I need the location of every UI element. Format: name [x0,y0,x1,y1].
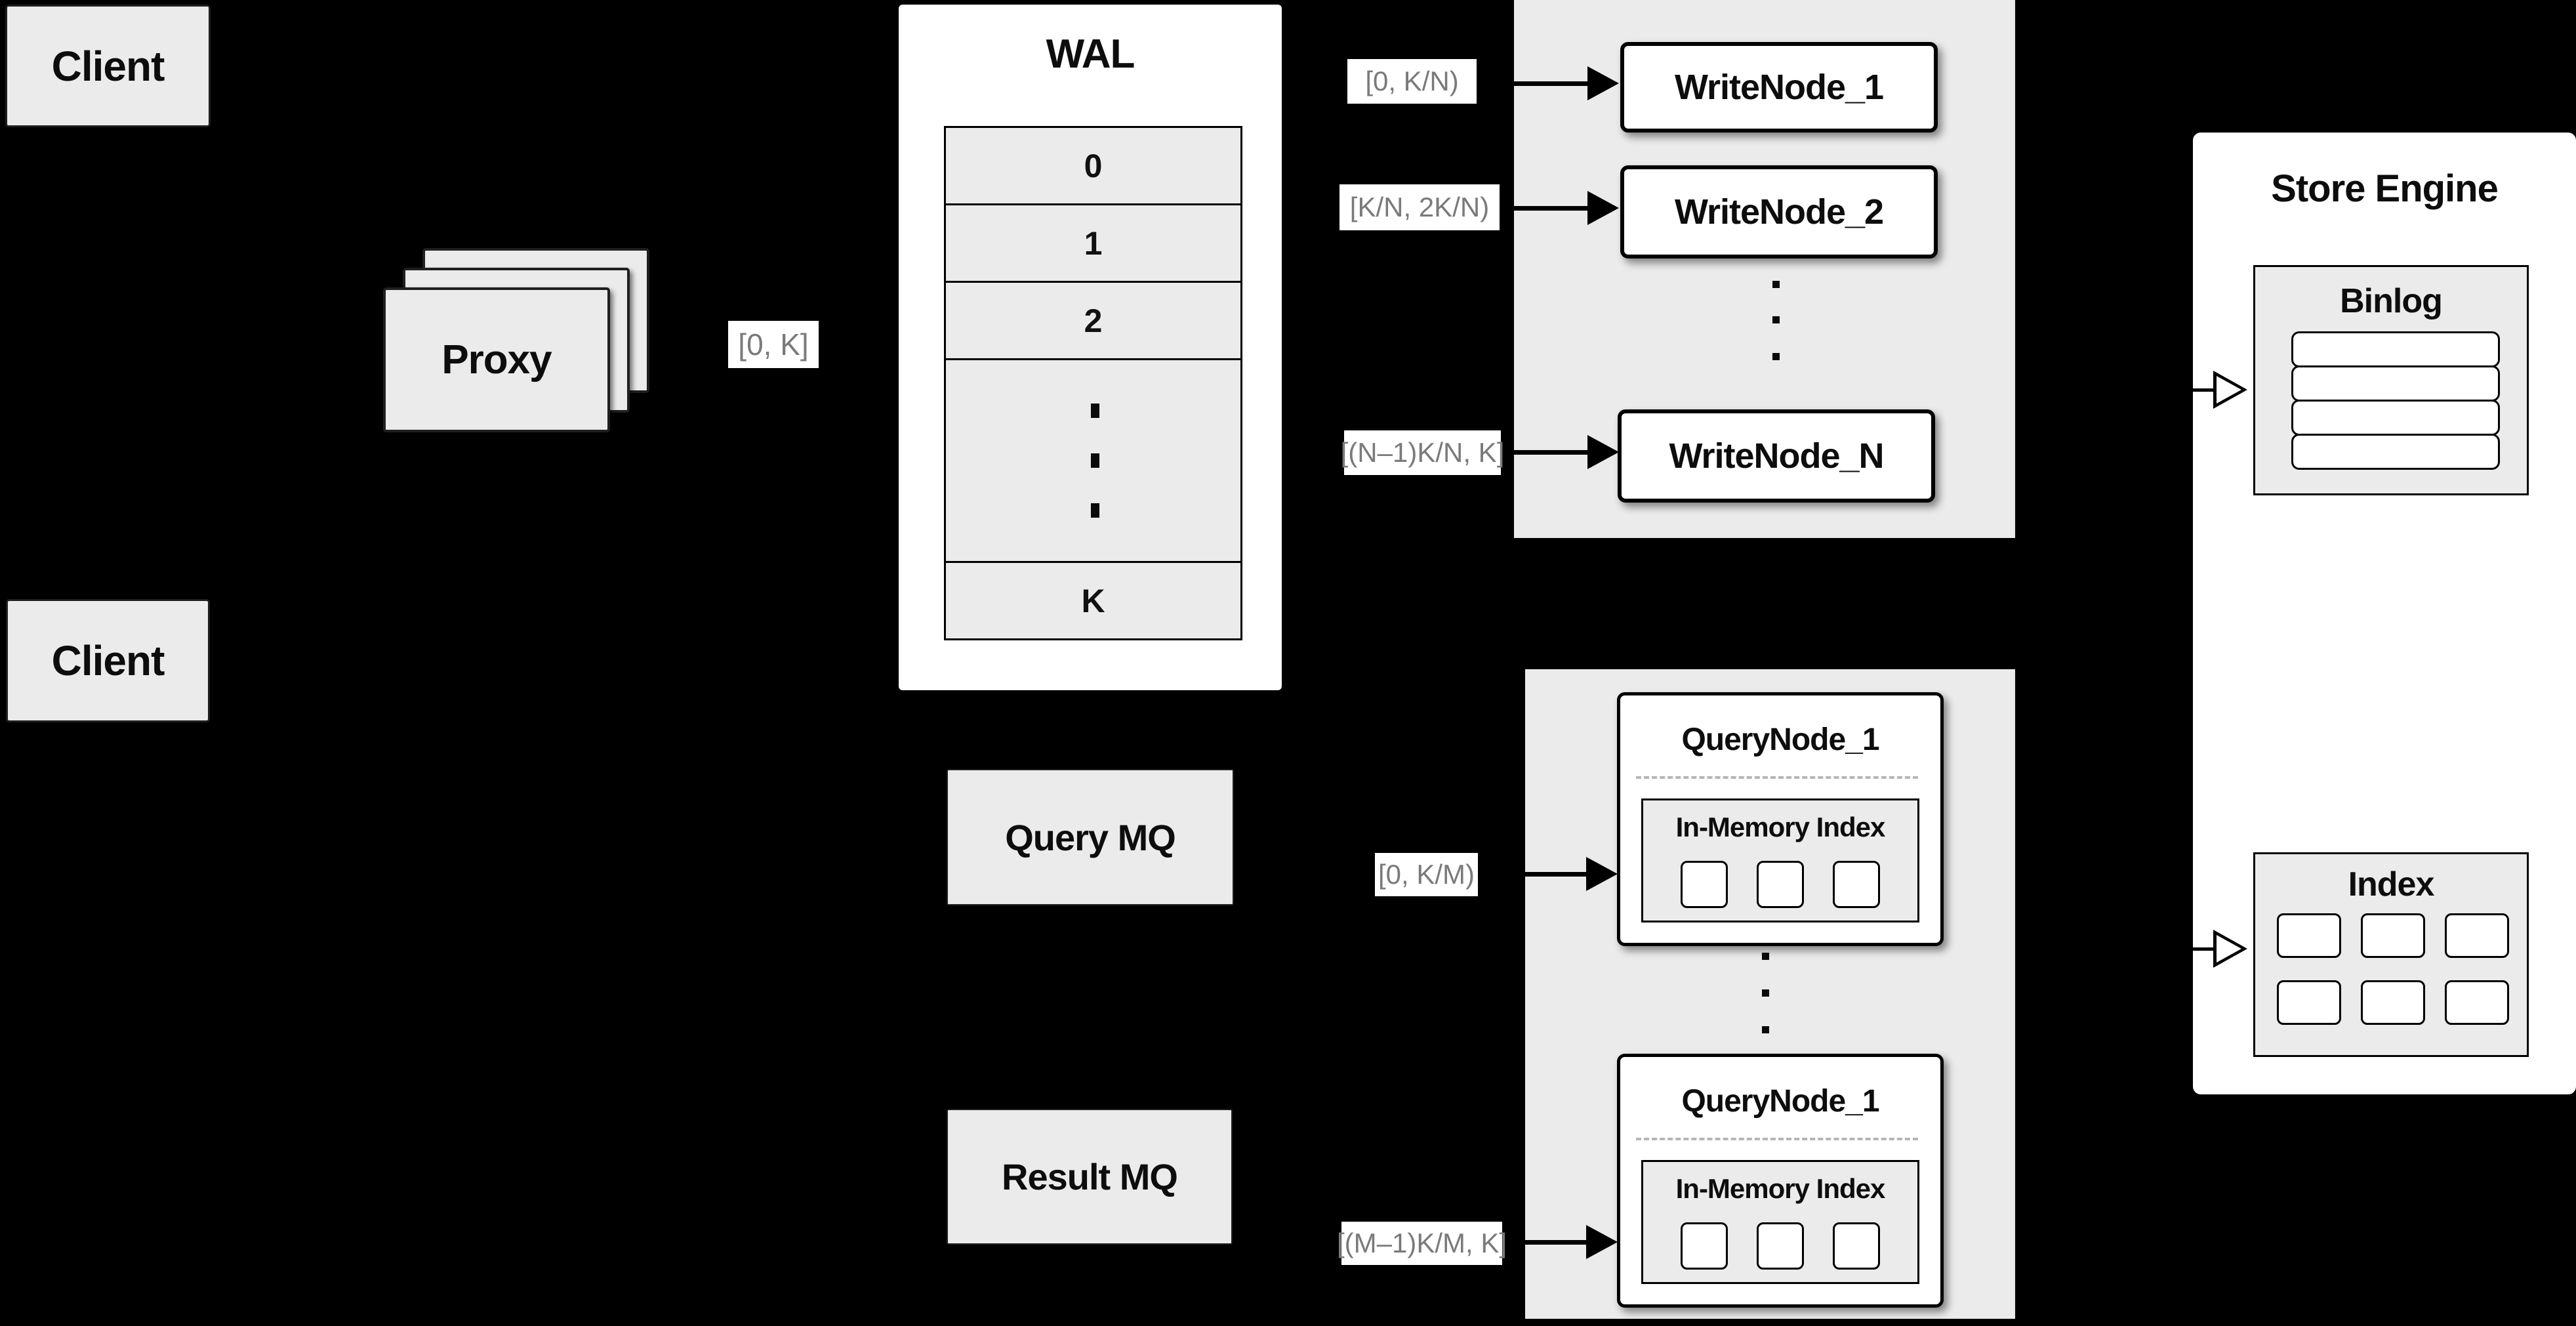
write-node-2-label: WriteNode_2 [1674,192,1884,232]
binlog-box: Binlog [2253,265,2529,495]
arrow-to-writenode-2 [1514,206,1587,211]
write-node-1-label: WriteNode_1 [1674,68,1884,107]
open-arrowhead-to-index [2213,930,2247,968]
wal-row-0: 0 [944,126,1242,205]
store-engine-title: Store Engine [2271,167,2499,210]
write-range-label-3: [(N–1)K/N, K] [1341,430,1504,475]
query-range-label-2: [(M–1)K/M, K] [1337,1222,1507,1265]
ellipsis-dot [1091,503,1099,518]
write-range-label-2: [K/N, 2K/N) [1339,184,1500,230]
write-node-n: WriteNode_N [1618,409,1935,503]
query-mq-box: Query MQ [947,769,1234,905]
dashed-separator [1636,776,1918,779]
index-segment [1757,1222,1804,1270]
arrowhead-to-writenode-n [1587,435,1619,469]
query-node-1: QueryNode_1 In-Memory Index [1617,692,1944,946]
arrow-to-writenode-1 [1514,81,1587,86]
arrowhead-to-querynode-1 [1586,857,1618,891]
binlog-rows [2291,331,2500,470]
client-box-bottom: Client [6,599,210,722]
in-memory-index-title: In-Memory Index [1675,812,1886,842]
index-segment [2361,980,2425,1025]
arrow-to-index [2193,947,2215,951]
binlog-title: Binlog [2340,282,2443,320]
in-memory-index-title: In-Memory Index [1675,1173,1886,1204]
index-segment [2445,913,2509,958]
query-range-label-1: [0, K/M) [1375,853,1478,896]
ellipsis-dot [1772,353,1780,360]
wal-title: WAL [1046,31,1135,77]
wal-row-1: 1 [944,203,1242,283]
index-segment [2277,913,2341,958]
arrow-to-binlog [2193,388,2215,392]
dashed-separator [1636,1138,1918,1140]
write-node-n-label: WriteNode_N [1669,436,1884,476]
index-title: Index [2348,865,2435,903]
index-segment [2361,913,2425,958]
binlog-segment [2291,331,2500,367]
write-node-2: WriteNode_2 [1620,165,1938,259]
query-node-2-title: QueryNode_1 [1681,1084,1879,1119]
binlog-segment [2291,434,2500,470]
index-segment [1757,861,1804,908]
query-node-1-title: QueryNode_1 [1681,722,1879,757]
proxy-range-label: [0, K] [728,321,819,368]
index-segment [2445,980,2509,1025]
ellipsis-dot [1091,404,1099,418]
wal-box: WAL 0 1 2 K [896,2,1284,693]
in-memory-index-box: In-Memory Index [1641,1160,1919,1284]
ellipsis-dot [1772,316,1780,323]
index-segment [2277,980,2341,1025]
client-label: Client [51,637,165,684]
ellipsis-dot [1772,281,1780,288]
index-segment [1681,1222,1728,1270]
arrow-to-writenode-n [1514,450,1587,455]
arrowhead-to-querynode-2 [1586,1225,1618,1259]
arrowhead-to-writenode-1 [1587,66,1619,100]
index-segment [1833,1222,1880,1270]
client-box-top: Client [5,5,211,127]
index-box: Index [2253,852,2529,1057]
ellipsis-dot [1762,989,1769,997]
wal-row-ellipsis [944,358,1242,563]
arrow-to-querynode-1 [1525,872,1586,877]
result-mq-label: Result MQ [1002,1156,1178,1197]
wal-row-2: 2 [944,281,1242,360]
write-range-label-1: [0, K/N) [1347,59,1477,104]
index-segment [1833,861,1880,908]
binlog-segment [2291,365,2500,402]
proxy-label: Proxy [441,337,552,383]
wal-table: 0 1 2 K [944,126,1242,640]
query-mq-label: Query MQ [1005,816,1176,858]
proxy-card-front: Proxy [383,287,610,432]
in-memory-index-box: In-Memory Index [1641,798,1919,922]
binlog-segment [2291,400,2500,436]
store-engine-box: Store Engine Binlog Index [2190,130,2576,1097]
index-segment [1681,861,1728,908]
wal-row-k: K [944,561,1242,640]
result-mq-box: Result MQ [947,1109,1233,1245]
ellipsis-dot [1091,453,1099,468]
write-node-1: WriteNode_1 [1620,42,1938,133]
ellipsis-dot [1762,953,1769,960]
arrow-to-querynode-2 [1525,1240,1586,1245]
arrowhead-to-writenode-2 [1587,191,1619,225]
open-arrowhead-to-binlog [2213,371,2247,409]
client-label: Client [51,42,165,90]
ellipsis-dot [1762,1026,1769,1033]
query-node-2: QueryNode_1 In-Memory Index [1617,1054,1944,1308]
